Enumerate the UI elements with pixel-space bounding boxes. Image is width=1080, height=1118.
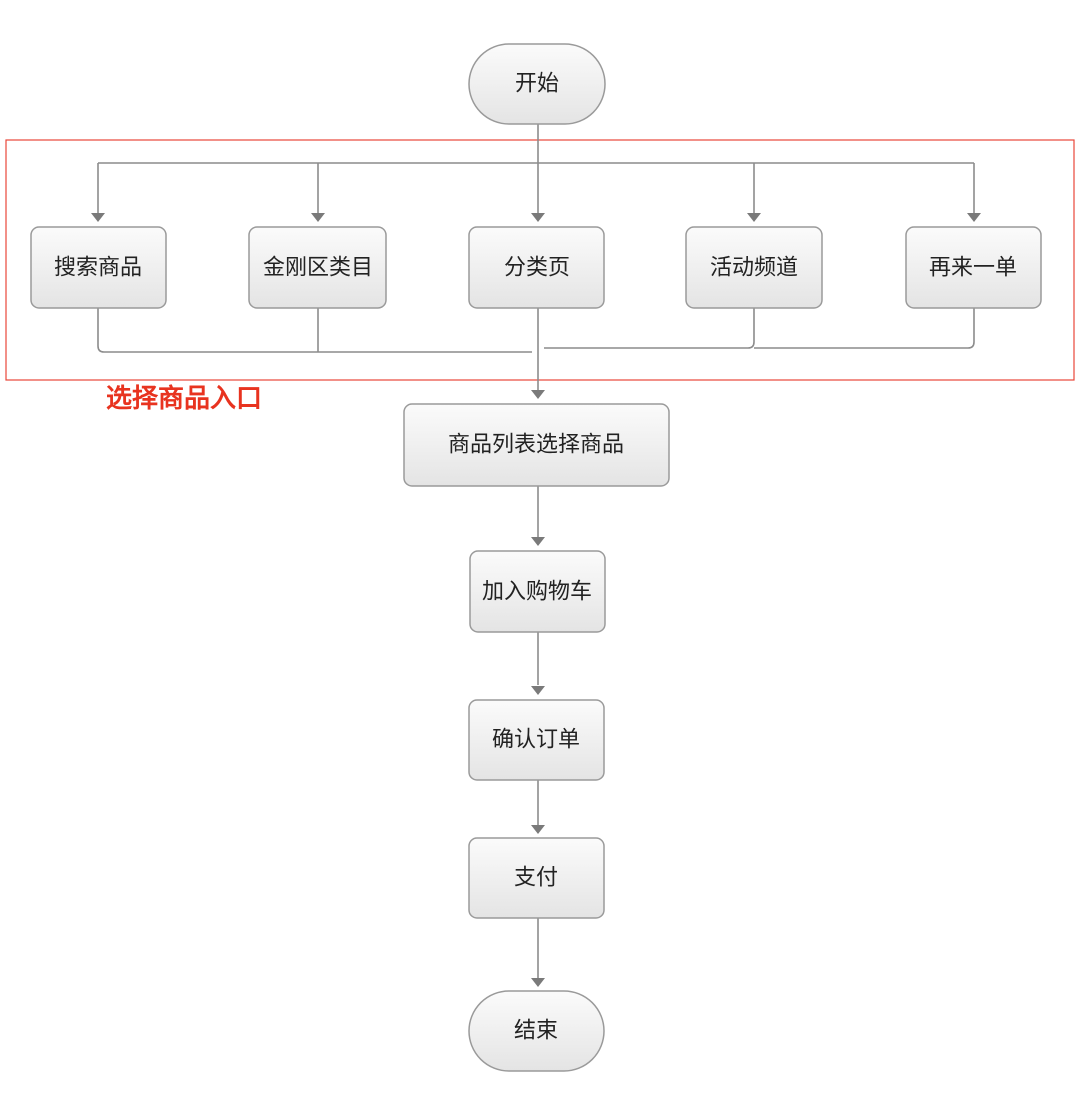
node-kingkong: 金刚区类目 — [248, 226, 387, 309]
arrow-category — [531, 213, 545, 222]
arrow-product-list — [531, 390, 545, 399]
node-pay: 支付 — [468, 837, 605, 919]
edge-from-activity — [544, 308, 755, 349]
edge-from-search — [97, 308, 532, 353]
node-kingkong-label: 金刚区类目 — [263, 256, 373, 281]
node-product-list: 商品列表选择商品 — [403, 403, 670, 487]
edge-from-reorder — [754, 308, 975, 349]
node-start: 开始 — [468, 43, 606, 125]
node-end: 结束 — [468, 990, 605, 1072]
node-activity: 活动频道 — [685, 226, 823, 309]
node-confirm-order: 确认订单 — [468, 699, 605, 781]
node-add-cart-label: 加入购物车 — [482, 580, 592, 605]
arrow-confirm-order — [531, 686, 545, 695]
arrow-kingkong — [311, 213, 325, 222]
node-search: 搜索商品 — [30, 226, 167, 309]
node-search-label: 搜索商品 — [54, 256, 142, 281]
arrow-search — [91, 213, 105, 222]
arrow-end — [531, 978, 545, 987]
arrowheads — [91, 213, 981, 987]
node-reorder: 再来一单 — [905, 226, 1042, 309]
arrow-reorder — [967, 213, 981, 222]
arrow-pay — [531, 825, 545, 834]
node-add-cart: 加入购物车 — [469, 550, 606, 633]
node-product-list-label: 商品列表选择商品 — [448, 433, 624, 458]
node-category-label: 分类页 — [504, 256, 570, 281]
node-reorder-label: 再来一单 — [929, 256, 1017, 281]
node-confirm-order-label: 确认订单 — [492, 728, 580, 753]
node-pay-label: 支付 — [514, 866, 558, 891]
node-category: 分类页 — [468, 226, 605, 309]
node-activity-label: 活动频道 — [710, 256, 798, 281]
entry-group-label: 选择商品入口 — [106, 383, 262, 414]
edges — [97, 124, 975, 978]
arrow-add-cart — [531, 537, 545, 546]
node-start-label: 开始 — [515, 72, 559, 97]
entry-group-box — [5, 139, 1075, 381]
node-end-label: 结束 — [514, 1019, 558, 1044]
arrow-activity — [747, 213, 761, 222]
